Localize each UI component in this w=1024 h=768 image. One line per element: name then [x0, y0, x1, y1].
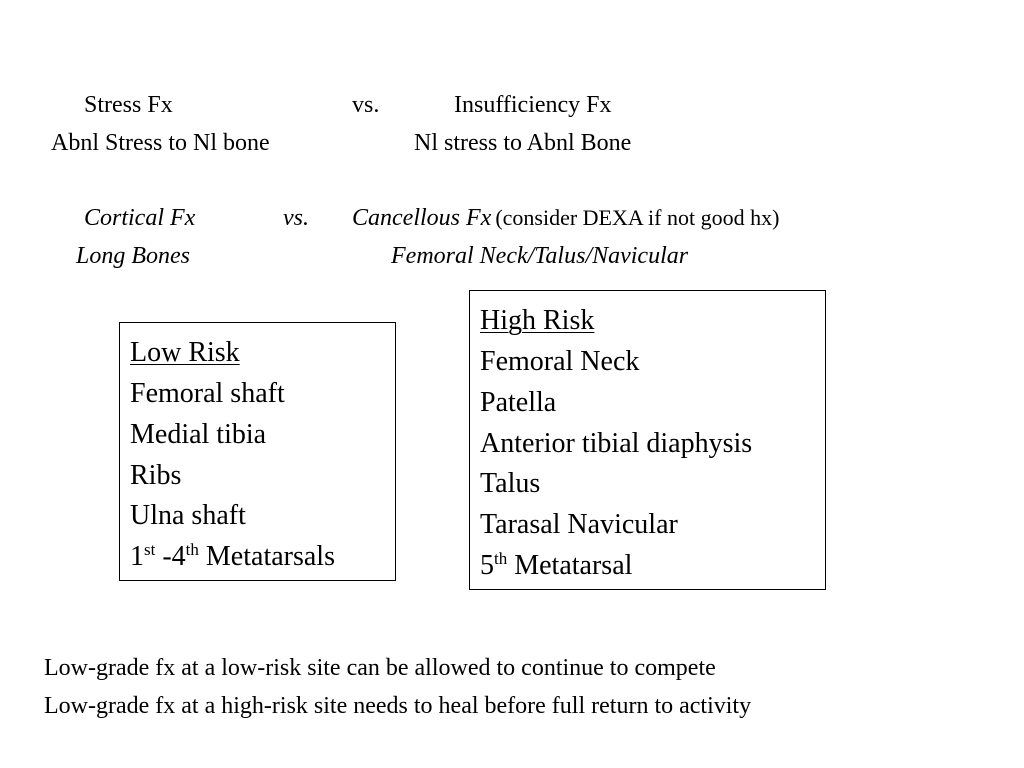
- ordinal-number: 5: [480, 550, 494, 581]
- low-risk-item: Ulna shaft: [130, 500, 246, 531]
- low-risk-item: Femoral shaft: [130, 378, 285, 409]
- ordinal-suffix: th: [185, 540, 199, 559]
- high-risk-item: Anterior tibial diaphysis: [480, 428, 753, 459]
- high-risk-item: Femoral Neck: [480, 346, 640, 377]
- comparison-1-vs: vs.: [352, 92, 380, 118]
- low-risk-guidance: Low-grade fx at a low-risk site can be a…: [44, 655, 716, 681]
- ordinal-number: -4: [155, 541, 186, 572]
- insufficiency-fx-description: Nl stress to Abnl Bone: [414, 130, 632, 156]
- high-risk-guidance: Low-grade fx at a high-risk site needs t…: [44, 693, 752, 719]
- low-risk-item: Ribs: [130, 460, 182, 491]
- low-risk-box: Low Risk Femoral shaft Medial tibia Ribs…: [119, 322, 396, 581]
- insufficiency-fx-title: Insufficiency Fx: [454, 92, 612, 118]
- high-risk-item: Tarasal Navicular: [480, 509, 678, 540]
- cortical-fx-title: Cortical Fx: [84, 205, 196, 231]
- ordinal-suffix: th: [494, 549, 508, 568]
- dexa-note: (consider DEXA if not good hx): [495, 205, 780, 230]
- high-risk-box: High Risk Femoral Neck Patella Anterior …: [469, 290, 826, 590]
- low-risk-item-metatarsals: 1st -4th Metatarsals: [130, 540, 335, 572]
- high-risk-item: Talus: [480, 468, 541, 499]
- metatarsal-label: Metatarsal: [507, 550, 633, 581]
- metatarsals-label: Metatarsals: [198, 541, 335, 572]
- low-risk-heading: Low Risk: [130, 337, 240, 368]
- cancellous-fx-sites: Femoral Neck/Talus/Navicular: [391, 243, 689, 269]
- cancellous-fx-heading: Cancellous Fx (consider DEXA if not good…: [352, 206, 779, 230]
- cortical-fx-sites: Long Bones: [76, 243, 190, 269]
- stress-fx-description: Abnl Stress to Nl bone: [51, 130, 270, 156]
- ordinal-number: 1: [130, 541, 144, 572]
- comparison-2-vs: vs.: [283, 205, 309, 231]
- high-risk-item-metatarsal: 5th Metatarsal: [480, 549, 633, 581]
- high-risk-item: Patella: [480, 387, 557, 418]
- cancellous-fx-title: Cancellous Fx: [352, 205, 492, 231]
- low-risk-item: Medial tibia: [130, 419, 267, 450]
- ordinal-suffix: st: [144, 540, 156, 559]
- high-risk-heading: High Risk: [480, 305, 595, 336]
- stress-fx-title: Stress Fx: [84, 92, 173, 118]
